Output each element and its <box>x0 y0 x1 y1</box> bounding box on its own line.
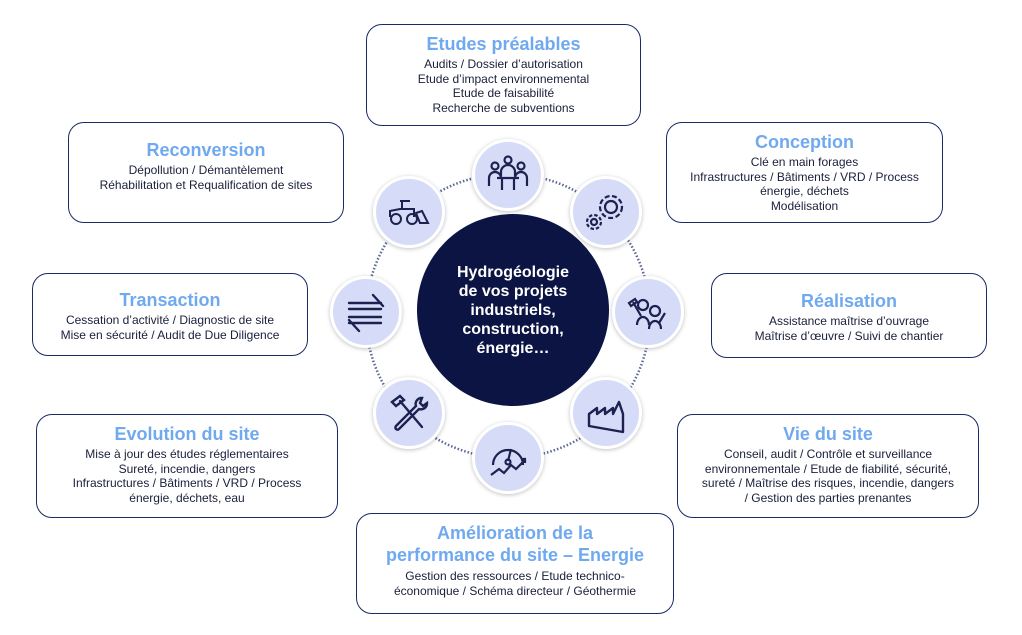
center-text: Hydrogéologie <box>456 263 569 281</box>
box-line: Modélisation <box>770 198 839 213</box>
box-line: Sureté, incendie, dangers <box>118 461 256 476</box>
box-line: Assistance maîtrise d’ouvrage <box>768 314 930 328</box>
box-title: Transaction <box>119 290 221 310</box>
box-line: Gestion des ressources / Etude technico- <box>405 569 625 583</box>
center-text: énergie… <box>476 339 550 357</box>
box-title: Réalisation <box>800 291 898 311</box>
center-text: de vos projets <box>458 282 568 300</box>
box-line: Etude de faisabilité <box>452 86 555 101</box>
meeting-icon <box>472 139 544 211</box>
box-conception: Conception Clé en main forages Infrastru… <box>666 122 943 223</box>
box-reconversion: Reconversion Dépollution / Démantèlement… <box>68 122 344 223</box>
box-title: performance du site – Energie <box>385 545 645 565</box>
box-line: économique / Schéma directeur / Géotherm… <box>393 583 637 598</box>
box-line: Cessation d’activité / Diagnostic de sit… <box>65 313 275 327</box>
box-vie-du-site: Vie du site Conseil, audit / Contrôle et… <box>677 414 979 518</box>
center-text: industriels, <box>470 301 556 319</box>
box-title: Conception <box>755 132 854 152</box>
box-line: Infrastructures / Bâtiments / VRD / Proc… <box>690 169 919 184</box>
box-line: / Gestion des parties prenantes <box>744 490 912 505</box>
box-line: Infrastructures / Bâtiments / VRD / Proc… <box>72 476 302 491</box>
hammer-wrench-icon <box>373 377 445 449</box>
box-evolution-du-site: Evolution du site Mise à jour des études… <box>36 414 338 518</box>
box-line: sureté / Maîtrise des risques, incendie,… <box>701 476 955 491</box>
box-line: Clé en main forages <box>750 155 859 169</box>
box-line: Audits / Dossier d’autorisation <box>424 57 583 71</box>
performance-gauge-icon <box>472 422 544 494</box>
box-line: Dépollution / Démantèlement <box>128 163 284 177</box>
box-line: Conseil, audit / Contrôle et surveillanc… <box>723 447 933 461</box>
box-line: Réhabilitation et Requalification de sit… <box>99 177 313 192</box>
box-line: Mise à jour des études réglementaires <box>85 447 289 461</box>
loader-vehicle-icon <box>373 176 445 248</box>
box-line: environnementale / Etude de fiabilité, s… <box>704 461 952 476</box>
factory-icon <box>570 377 642 449</box>
box-line: énergie, déchets, eau <box>129 490 245 505</box>
center-text: construction, <box>462 320 564 338</box>
box-title: Etudes préalables <box>426 34 581 54</box>
box-title: Amélioration de la <box>436 523 594 543</box>
box-amelioration: Amélioration de la performance du site –… <box>356 513 674 614</box>
box-title: Evolution du site <box>114 424 260 444</box>
box-transaction: Transaction Cessation d’activité / Diagn… <box>32 273 308 356</box>
box-etudes-prealables: Etudes préalables Audits / Dossier d’aut… <box>366 24 641 126</box>
box-line: Maîtrise d’œuvre / Suivi de chantier <box>754 328 944 343</box>
box-line: Mise en sécurité / Audit de Due Diligenc… <box>60 327 280 342</box>
box-line: Etude d’impact environnemental <box>417 71 590 86</box>
box-title: Reconversion <box>146 140 266 160</box>
box-line: énergie, déchets <box>760 184 849 199</box>
gears-icon <box>570 176 642 248</box>
box-realisation: Réalisation Assistance maîtrise d’ouvrag… <box>711 273 987 358</box>
box-title: Vie du site <box>783 424 873 444</box>
workers-tools-icon <box>612 276 684 348</box>
box-line: Recherche de subventions <box>432 100 575 115</box>
center-circle: Hydrogéologie de vos projets industriels… <box>417 214 609 406</box>
exchange-arrows-icon <box>330 276 402 348</box>
